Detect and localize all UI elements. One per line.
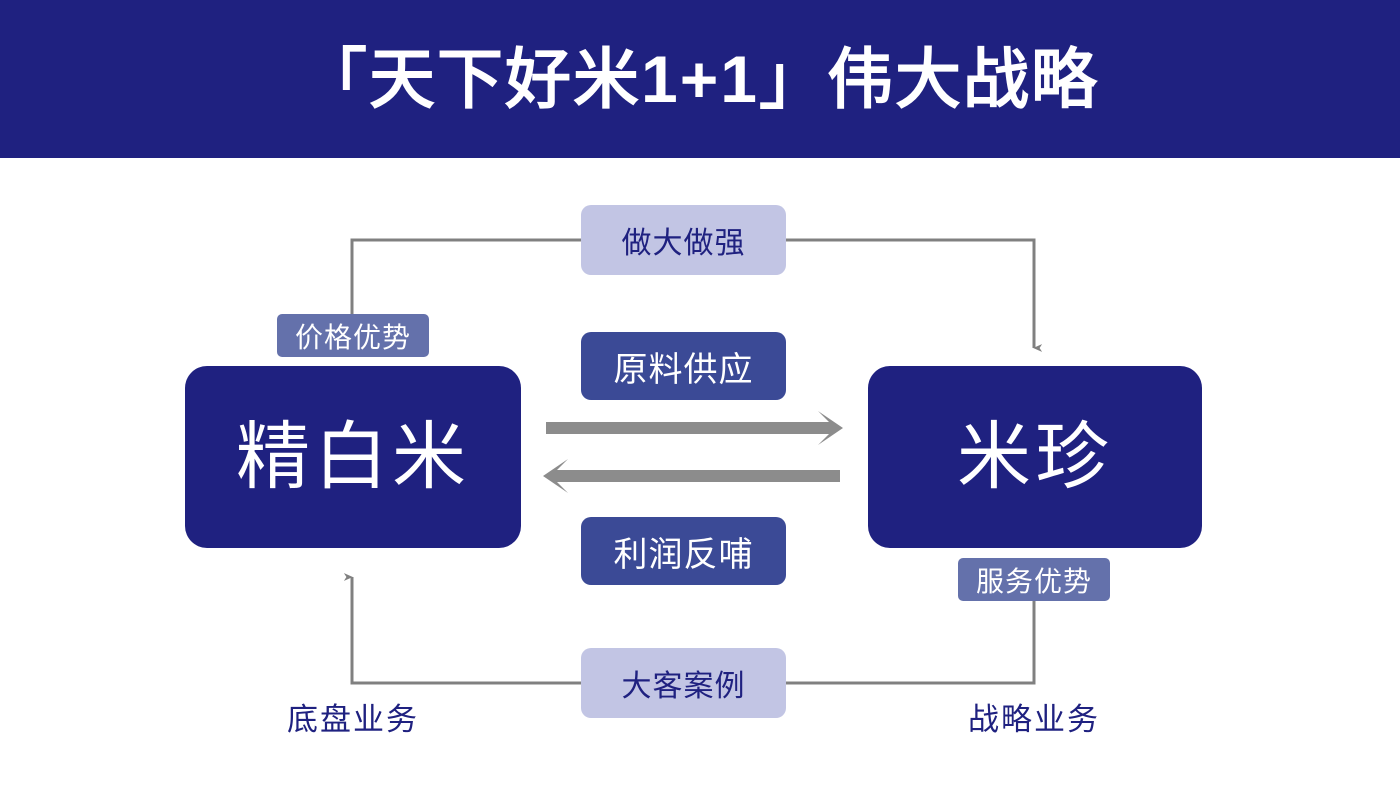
arrow-supply-right (546, 411, 843, 445)
entity-label-right: 米珍 (957, 415, 1113, 498)
business-caption-left: 底盘业务 (287, 702, 419, 737)
relation-chip-cases[interactable]: 大客案例 (581, 648, 786, 718)
advantage-tag-service[interactable]: 服务优势 (958, 558, 1110, 601)
entity-box-left[interactable]: 精白米 (185, 366, 521, 548)
entity-box-right[interactable]: 米珍 (868, 366, 1202, 548)
relation-chip-supply[interactable]: 原料供应 (581, 332, 786, 400)
entity-label-left: 精白米 (236, 415, 470, 498)
header-banner: 「天下好米1+1」伟大战略 (0, 0, 1400, 158)
relation-chip-grow[interactable]: 做大做强 (581, 205, 786, 275)
arrow-profit-left (543, 459, 840, 493)
page-title: 「天下好米1+1」伟大战略 (301, 42, 1099, 116)
relation-chip-profit[interactable]: 利润反哺 (581, 517, 786, 585)
business-caption-right: 战略业务 (968, 702, 1100, 737)
advantage-tag-price[interactable]: 价格优势 (277, 314, 429, 357)
